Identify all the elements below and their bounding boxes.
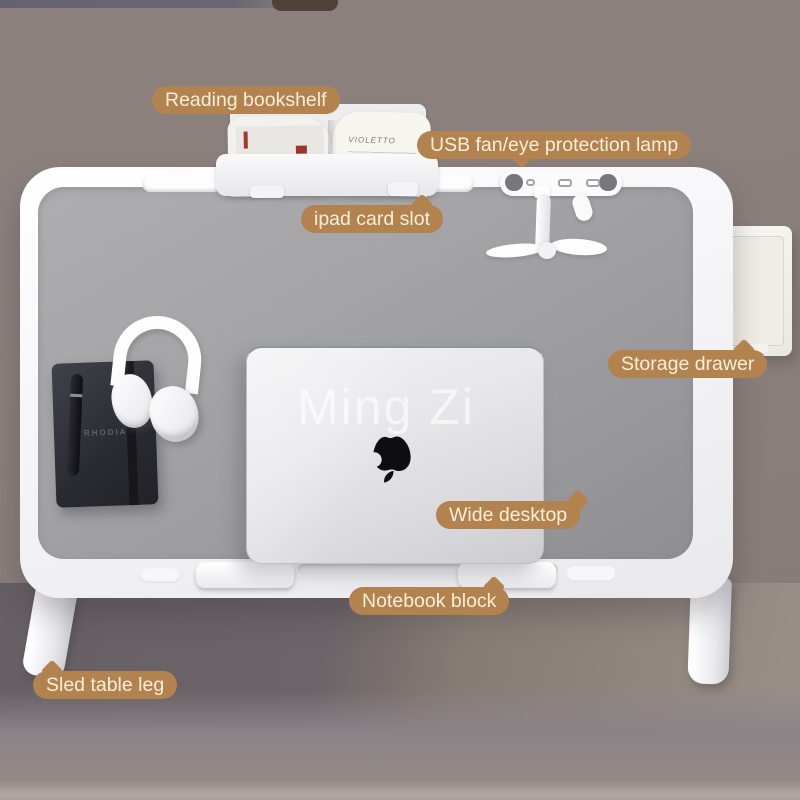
background-shadow-strip	[0, 0, 312, 8]
label-usb-fan-lamp: USB fan/eye protection lamp	[417, 131, 692, 159]
ipad-card-slot-groove	[142, 175, 222, 192]
drawer-tab	[742, 344, 768, 353]
label-storage-drawer: Storage drawer	[608, 350, 768, 378]
label-wide-desktop: Wide desktop	[436, 501, 581, 529]
fan-hub	[538, 242, 556, 259]
floor-light-band	[0, 690, 800, 800]
notebook-brand: RHODIA	[83, 427, 128, 438]
rail-hinge	[566, 566, 616, 582]
usb-port	[558, 179, 572, 187]
rail-hinge	[140, 568, 180, 583]
bookshelf-clip	[388, 182, 418, 196]
usb-port	[586, 179, 600, 187]
pen-clip-ring	[70, 393, 83, 398]
panel-slot-shadow	[505, 174, 523, 191]
notebook-block-rail	[298, 564, 558, 574]
book-title: VIOLETTO	[348, 135, 396, 146]
marker-stack	[732, 242, 780, 340]
notebook-block-left	[196, 562, 294, 588]
label-sled-table-leg: Sled table leg	[33, 671, 178, 699]
bookshelf-clip	[250, 186, 284, 198]
usb-hub-panel	[500, 170, 622, 196]
background-object	[272, 0, 338, 11]
photo-accent	[295, 145, 307, 154]
label-reading-bookshelf: Reading bookshelf	[152, 86, 340, 114]
label-notebook-block: Notebook block	[349, 587, 510, 615]
label-ipad-card-slot: ipad card slot	[301, 205, 443, 233]
usb-port	[526, 179, 535, 186]
watermark-text: Ming Zi	[297, 379, 475, 435]
panel-slot-shadow	[599, 174, 617, 191]
photo-accent	[243, 131, 248, 149]
apple-logo-icon	[373, 436, 411, 483]
notebook-block-right	[458, 562, 556, 588]
